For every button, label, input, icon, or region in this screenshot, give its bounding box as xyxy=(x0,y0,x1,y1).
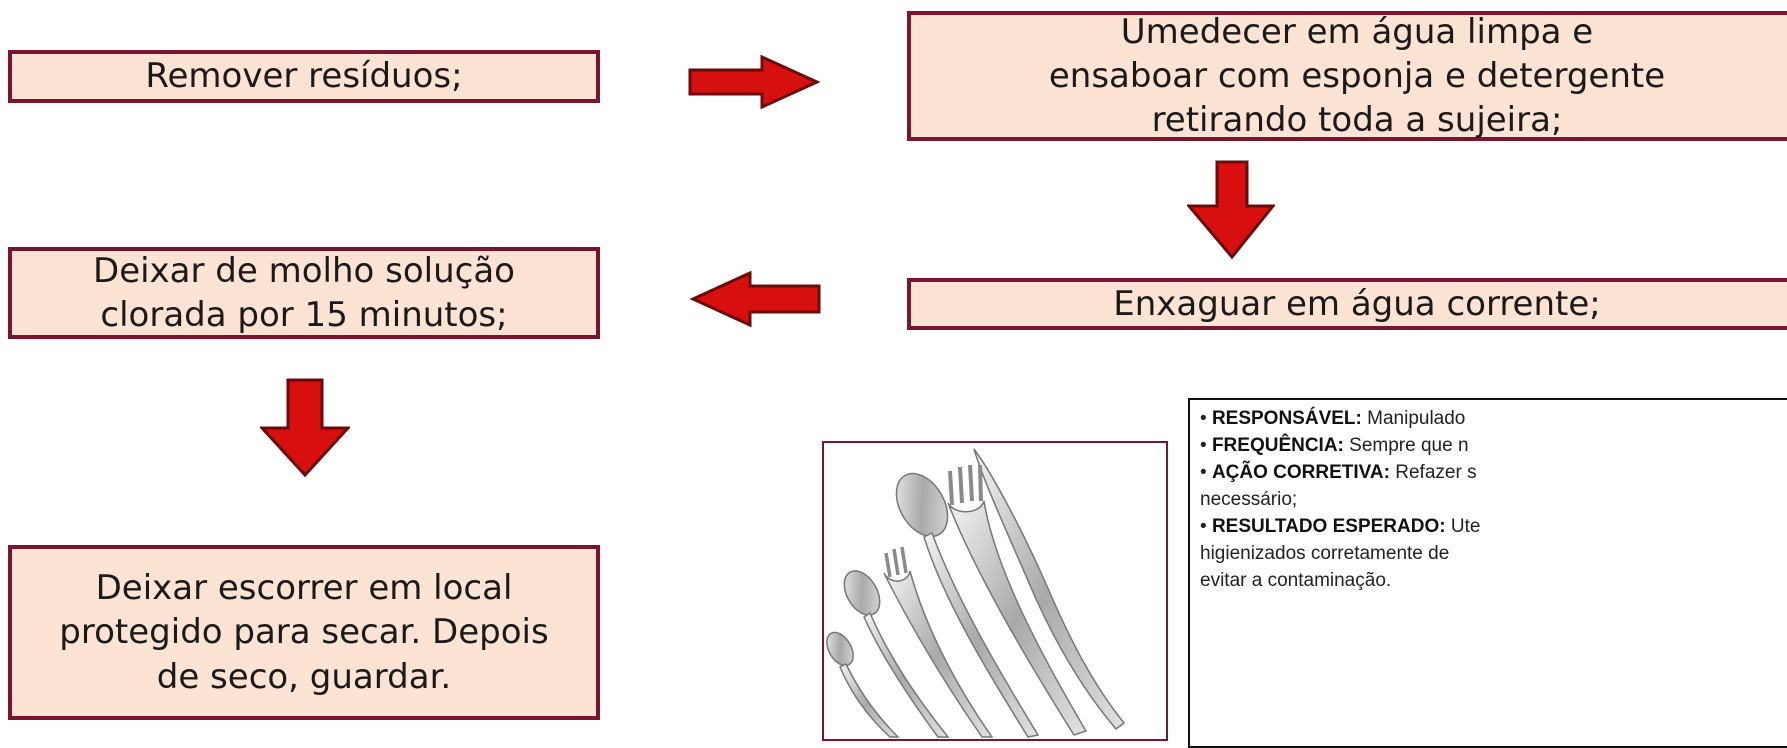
step-remove-residues-text: Remover resíduos; xyxy=(145,54,462,98)
note-label: RESULTADO ESPERADO: xyxy=(1212,516,1446,537)
arrow-down-icon xyxy=(260,378,350,478)
arrow-right-icon xyxy=(688,55,820,109)
note-text: necessário; xyxy=(1200,489,1297,510)
note-continuation: evitar a contaminação. xyxy=(1200,568,1787,595)
procedure-notes: • RESPONSÁVEL: Manipulado • FREQUÊNCIA: … xyxy=(1188,398,1787,748)
arrow-down-icon xyxy=(1187,160,1275,260)
note-frequencia: • FREQUÊNCIA: Sempre que n xyxy=(1200,433,1787,460)
note-text: evitar a contaminação. xyxy=(1200,570,1391,591)
note-label: AÇÃO CORRETIVA: xyxy=(1212,462,1390,483)
note-label: FREQUÊNCIA: xyxy=(1212,435,1344,456)
note-text: Sempre que n xyxy=(1344,435,1469,456)
step-soak-text: Deixar de molho solução clorada por 15 m… xyxy=(93,249,515,337)
note-text: Manipulado xyxy=(1362,408,1466,429)
step-dry-text: Deixar escorrer em local protegido para … xyxy=(59,566,548,699)
step-remove-residues: Remover resíduos; xyxy=(8,50,600,103)
note-text: higienizados corretamente de xyxy=(1200,543,1449,564)
step-soak: Deixar de molho solução clorada por 15 m… xyxy=(8,247,600,339)
step-wash-text: Umedecer em água limpa e ensaboar com es… xyxy=(1049,10,1665,143)
note-text: Refazer s xyxy=(1390,462,1477,483)
step-wash: Umedecer em água limpa e ensaboar com es… xyxy=(907,11,1787,141)
step-dry: Deixar escorrer em local protegido para … xyxy=(8,545,600,720)
note-continuation: higienizados corretamente de xyxy=(1200,541,1787,568)
cutlery-image xyxy=(822,441,1168,741)
note-continuation: necessário; xyxy=(1200,487,1787,514)
step-rinse: Enxaguar em água corrente; xyxy=(907,278,1787,330)
note-text: Ute xyxy=(1446,516,1481,537)
arrow-left-icon xyxy=(690,270,822,328)
note-responsavel: • RESPONSÁVEL: Manipulado xyxy=(1200,406,1787,433)
note-resultado-esperado: • RESULTADO ESPERADO: Ute xyxy=(1200,514,1787,541)
note-acao-corretiva: • AÇÃO CORRETIVA: Refazer s xyxy=(1200,460,1787,487)
note-label: RESPONSÁVEL: xyxy=(1212,408,1362,429)
cutlery-icon xyxy=(824,443,1166,739)
step-rinse-text: Enxaguar em água corrente; xyxy=(1113,282,1600,326)
